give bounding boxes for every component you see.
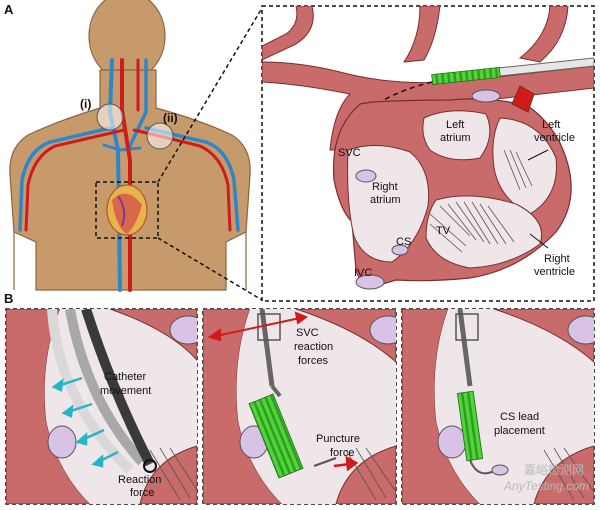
cs-ring — [391, 244, 409, 256]
aorta-stub — [511, 85, 535, 113]
b2-svc-2: reaction — [294, 341, 333, 353]
ivc-ring — [355, 274, 385, 290]
heart-detail-panel: SVC Left atrium Left ventricle Right atr… — [261, 5, 595, 302]
b2-svc-3: forces — [298, 355, 328, 367]
panel-b-letter: B — [4, 291, 13, 306]
b3-caption-2: placement — [494, 425, 545, 437]
panel-b1: Catheter movement Reaction force — [5, 308, 198, 505]
vessel-upper-left — [262, 6, 314, 61]
zoom-box — [95, 181, 159, 239]
inset-label-i: (i) — [80, 97, 91, 111]
label-svc: SVC — [338, 147, 361, 159]
inset-label-ii: (ii) — [163, 111, 178, 125]
puncture-force-arrow — [333, 455, 359, 472]
panel-b2: SVC reaction forces Puncture force — [202, 308, 397, 505]
label-right-ventricle-2: ventricle — [534, 266, 575, 278]
chordae — [429, 149, 533, 253]
svc-force-arrow — [207, 311, 309, 342]
green-coil-b3 — [456, 390, 484, 462]
b2-svc-1: SVC — [296, 327, 319, 339]
label-tv: TV — [436, 225, 451, 237]
movement-arrows — [51, 376, 119, 468]
svc-ring — [355, 169, 377, 183]
inset-circle-ii — [146, 122, 174, 150]
left-atrium-cavity — [422, 110, 491, 161]
green-coil — [431, 67, 501, 85]
b1-caption-2: movement — [100, 385, 151, 397]
label-cs: CS — [396, 236, 411, 248]
panel-b3: CS lead placement — [401, 308, 595, 505]
b3-caption-1: CS lead — [500, 411, 539, 423]
catheter-path — [357, 81, 433, 151]
b2-puncture-2: force — [330, 447, 354, 459]
vessel-upper-right — [518, 6, 569, 63]
b1-reaction-1: Reaction — [118, 474, 161, 486]
vessel-upper-mid — [402, 6, 441, 63]
label-left-atrium-1: Left — [446, 119, 464, 131]
b2-puncture-1: Puncture — [316, 433, 360, 445]
watermark-line-1: 嘉峪检测网 — [524, 462, 584, 477]
label-right-atrium-2: atrium — [370, 194, 401, 206]
inset-circle-i — [96, 103, 124, 131]
label-ivc: IVC — [354, 267, 372, 279]
watermark-line-2: AnyTesting.com — [503, 479, 589, 493]
zoom-line-top — [157, 7, 263, 183]
panel-a-letter: A — [4, 2, 14, 17]
head — [88, 0, 166, 81]
catheter-dark — [81, 309, 155, 467]
label-right-ventricle-1: Right — [544, 253, 570, 265]
zoom-line-bottom — [157, 237, 263, 301]
label-left-ventricle-1: Left — [542, 119, 560, 131]
green-coil-b2 — [248, 393, 304, 479]
b1-caption-1: Catheter — [104, 371, 147, 383]
right-ventricle-cavity — [425, 195, 542, 269]
label-right-atrium-1: Right — [372, 181, 398, 193]
valve-ring-top — [471, 89, 501, 103]
label-left-atrium-2: atrium — [440, 132, 471, 144]
b1-reaction-2: force — [130, 487, 154, 499]
torso-illustration: A (i) (ii — [4, 0, 263, 301]
heart-small — [106, 184, 148, 236]
label-left-ventricle-2: ventricle — [534, 132, 575, 144]
